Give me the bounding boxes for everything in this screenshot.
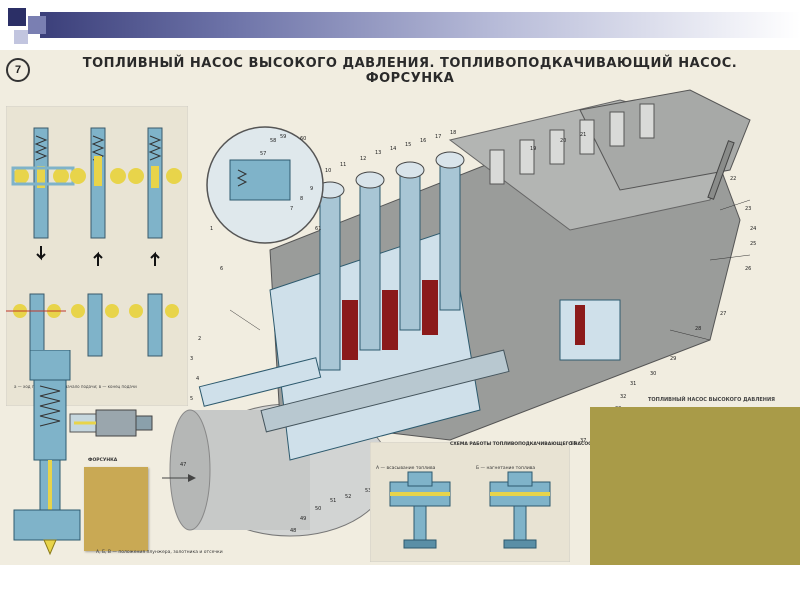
feed-pump-label-b: Б — нагнетание топлива — [476, 466, 536, 471]
feed-pump-scheme — [370, 442, 570, 562]
injector-diagram — [13, 350, 153, 556]
poster: 7 ТОПЛИВНЫЙ НАСОС ВЫСОКОГО ДАВЛЕНИЯ. ТОП… — [0, 50, 800, 565]
callout-number: 21 — [580, 132, 586, 138]
feed-pump-label-a: А — всасывание топлива — [376, 466, 436, 471]
callout-number: 17 — [435, 134, 441, 140]
callout-number: 47 — [180, 462, 186, 468]
callout-number: 61 — [315, 226, 321, 232]
callout-number: 28 — [695, 326, 701, 332]
callout-number: 15 — [405, 142, 411, 148]
callout-number: 4 — [196, 376, 199, 382]
header-square-light — [14, 30, 28, 44]
callout-number: 48 — [290, 528, 296, 534]
callout-number: 23 — [745, 206, 751, 212]
callout-number: 60 — [300, 136, 306, 142]
callout-number: 59 — [280, 134, 286, 140]
callout-number: 22 — [730, 176, 736, 182]
callout-number: 5 — [190, 396, 193, 402]
callout-number: 29 — [670, 356, 676, 362]
pump-caption: ТОПЛИВНЫЙ НАСОС ВЫСОКОГО ДАВЛЕНИЯ — [648, 397, 776, 403]
delivery-valves — [489, 103, 655, 185]
callout-number: 3 — [190, 356, 193, 362]
feed-pump-diagram-a — [389, 471, 451, 549]
callout-number: 32 — [620, 394, 626, 400]
plunger-column-1 — [315, 181, 345, 371]
injector-title: ФОРСУНКА — [88, 458, 118, 463]
callout-number: 1 — [210, 226, 213, 232]
callout-number: 9 — [310, 186, 313, 192]
callout-number: 14 — [390, 146, 396, 152]
callout-number: 11 — [340, 162, 346, 168]
callout-number: 30 — [650, 371, 656, 377]
plunger-diagram-2 — [70, 127, 126, 266]
callout-number: 37 — [580, 438, 586, 444]
callout-number: 25 — [750, 241, 756, 247]
callout-number: 19 — [530, 146, 536, 152]
plunger-column-4 — [435, 151, 465, 311]
callout-number: 27 — [720, 311, 726, 317]
callout-number: 26 — [745, 266, 751, 272]
pump-illustration: 1234567891011121314151617181920212223242… — [162, 89, 756, 537]
callout-number: 31 — [630, 381, 636, 387]
slide-header-band — [40, 12, 800, 38]
feed-pump-scheme-title: СХЕМА РАБОТЫ ТОПЛИВОПОДКАЧИВАЮЩЕГО НАСОС… — [450, 442, 595, 447]
feed-pump-diagram-b — [489, 471, 551, 549]
callout-number: 24 — [750, 226, 756, 232]
callout-number: 16 — [420, 138, 426, 144]
header-square-dark — [8, 8, 26, 26]
callout-number: 58 — [270, 138, 276, 144]
plunger-column-2 — [355, 171, 385, 351]
callout-number: 8 — [300, 196, 303, 202]
callout-number: 49 — [300, 516, 306, 522]
callout-number: 18 — [450, 130, 456, 136]
plunger-column-3 — [395, 161, 425, 331]
callout-number: 6 — [220, 266, 223, 272]
callout-number: 20 — [560, 138, 566, 144]
callout-number: 53 — [365, 488, 371, 494]
poster-number: 7 — [6, 58, 30, 82]
callout-number: 51 — [330, 498, 336, 504]
callout-number: 7 — [290, 206, 293, 212]
note-card — [84, 467, 148, 551]
plunger-diagram-3 — [128, 127, 182, 266]
plunger-diagram-1 — [11, 127, 75, 261]
callout-number: 57 — [260, 151, 266, 157]
callout-number: 50 — [315, 506, 321, 512]
callout-number: 52 — [345, 494, 351, 500]
callout-number: 38 — [570, 441, 576, 447]
callout-number: 13 — [375, 150, 381, 156]
callout-number: 2 — [198, 336, 201, 342]
callout-number: 10 — [325, 168, 331, 174]
poster-title: ТОПЛИВНЫЙ НАСОС ВЫСОКОГО ДАВЛЕНИЯ. ТОПЛИ… — [82, 56, 738, 86]
olive-panel — [590, 407, 800, 565]
note-caption: А, Б, В — положения плунжера, золотника … — [96, 550, 223, 555]
plunger-row-bottom — [6, 293, 179, 357]
callout-number: 12 — [360, 156, 366, 162]
header-square-mid — [28, 16, 46, 34]
svg-text:а — ход плунжера; б — начало п: а — ход плунжера; б — начало подачи; в —… — [14, 384, 137, 389]
